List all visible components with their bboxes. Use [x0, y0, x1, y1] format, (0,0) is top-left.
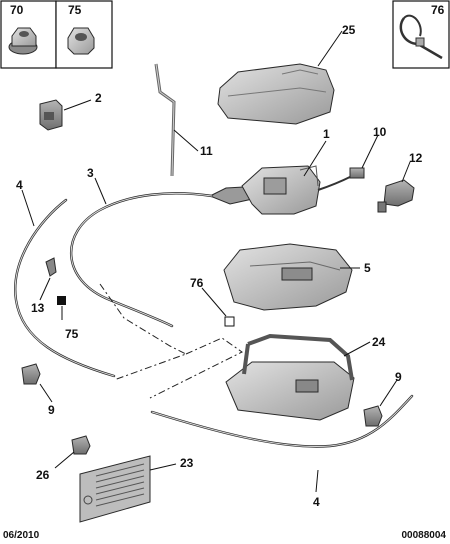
callout-76: 76 [190, 276, 204, 290]
reference-number: 00088004 [401, 530, 447, 541]
callout-10: 10 [373, 125, 387, 139]
callout-13: 13 [31, 301, 45, 315]
clip-part-9-right [363, 405, 383, 427]
callout-4-bottom: 4 [313, 495, 320, 509]
inset-label-76: 76 [431, 3, 445, 17]
bracket-part-12 [377, 179, 415, 213]
inset-box-75 [55, 0, 113, 69]
cover-part-25 [217, 63, 335, 125]
callout-5: 5 [364, 261, 371, 275]
flange-nut-icon [8, 27, 38, 55]
inset-box-76 [392, 0, 450, 69]
callout-12: 12 [409, 151, 423, 165]
callout-75: 75 [65, 327, 79, 341]
callout-1: 1 [323, 127, 330, 141]
callout-11: 11 [200, 144, 213, 158]
clip-part-13 [45, 257, 57, 277]
leader-lines [21, 30, 411, 493]
clip-part-9-left [21, 363, 41, 385]
cable-part-4 [14, 198, 414, 448]
clip-part-26 [71, 435, 91, 455]
routing-dashed-lines [99, 283, 243, 399]
callout-4-top: 4 [16, 178, 23, 192]
callout-2: 2 [95, 91, 102, 105]
callout-24: 24 [372, 335, 386, 349]
label-part-23 [79, 455, 151, 523]
tie-marker-76 [224, 316, 235, 327]
callout-25: 25 [342, 23, 356, 37]
cable-tie-icon [399, 14, 443, 60]
connector-part-10 [317, 167, 365, 191]
rod-part-11 [154, 63, 176, 177]
housing-part-5 [223, 243, 353, 311]
mount-part-24 [225, 333, 355, 421]
callout-9-left: 9 [48, 403, 55, 417]
nut-marker-75 [57, 296, 66, 305]
inset-label-75: 75 [68, 3, 82, 17]
callout-26: 26 [36, 468, 50, 482]
nut-icon [67, 27, 95, 55]
callout-23: 23 [180, 456, 194, 470]
actuator-part-1 [208, 165, 321, 215]
callout-9-right: 9 [395, 370, 402, 384]
clip-part-2 [39, 99, 63, 131]
date-code: 06/2010 [3, 530, 40, 541]
callout-3: 3 [87, 166, 94, 180]
cable-part-3 [69, 192, 214, 328]
inset-box-70 [0, 0, 57, 69]
inset-label-70: 70 [10, 3, 24, 17]
